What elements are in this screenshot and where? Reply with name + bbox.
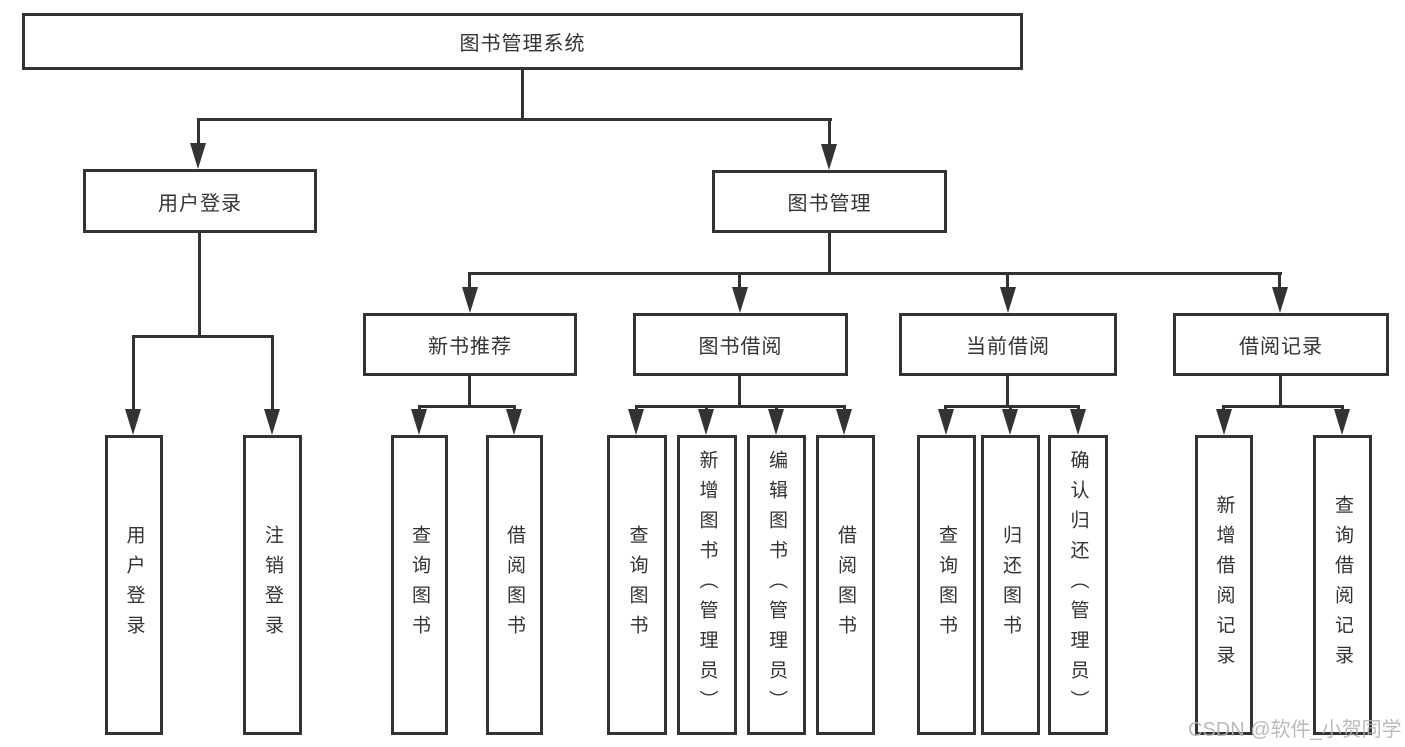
arrow-down-icon (698, 409, 714, 435)
node-leaf-query-book-current-label: 查询图书 (936, 525, 957, 645)
node-borrow-record: 借阅记录 (1173, 313, 1389, 376)
node-leaf-borrow-book-recommend-label: 借阅图书 (504, 525, 525, 645)
arrow-down-icon (411, 409, 427, 435)
node-leaf-borrow-book: 借阅图书 (816, 435, 875, 735)
arrow-down-icon (1272, 287, 1288, 313)
connector-line (944, 405, 1080, 408)
connector-line (198, 233, 201, 335)
node-leaf-query-book-recommend-label: 查询图书 (409, 525, 430, 645)
arrow-down-icon (506, 409, 522, 435)
node-leaf-logout-label: 注销登录 (262, 525, 283, 645)
arrow-down-icon (125, 409, 141, 435)
node-leaf-logout: 注销登录 (243, 435, 302, 735)
connector-line (271, 335, 274, 413)
node-leaf-query-borrow-record: 查询借阅记录 (1313, 435, 1372, 735)
connector-line (418, 405, 516, 408)
node-leaf-confirm-return-admin: 确认归还（管理员） (1048, 435, 1108, 735)
arrow-down-icon (628, 409, 644, 435)
watermark: CSDN @软件_小贺同学 (1188, 719, 1402, 741)
arrow-down-icon (1070, 409, 1086, 435)
arrow-down-icon (732, 287, 748, 313)
node-leaf-add-book-admin-label: 新增图书（管理员） (696, 450, 718, 720)
node-book-management-label: 图书管理 (787, 193, 872, 215)
connector-line (521, 70, 524, 118)
node-current-borrow: 当前借阅 (899, 313, 1117, 376)
connector-line (197, 118, 200, 146)
node-leaf-add-borrow-record-label: 新增借阅记录 (1213, 495, 1235, 675)
connector-line (468, 376, 471, 405)
arrow-down-icon (1334, 409, 1350, 435)
connector-line (828, 233, 831, 274)
node-leaf-user-login: 用户登录 (105, 435, 163, 735)
node-user-login-label: 用户登录 (158, 192, 242, 215)
arrow-down-icon (1002, 409, 1018, 435)
node-library-system: 图书管理系统 (22, 13, 1023, 70)
node-book-borrow-label: 图书借阅 (698, 336, 783, 358)
connector-line (738, 376, 741, 405)
connector-line (197, 118, 832, 121)
node-borrow-record-label: 借阅记录 (1239, 336, 1323, 358)
node-leaf-query-borrow-record-label: 查询借阅记录 (1332, 495, 1353, 675)
node-leaf-return-book-label: 归还图书 (1000, 525, 1021, 645)
connector-line (1222, 405, 1344, 408)
node-leaf-borrow-book-recommend: 借阅图书 (486, 435, 543, 735)
arrow-down-icon (836, 409, 852, 435)
connector-line (132, 335, 135, 413)
node-book-borrow: 图书借阅 (633, 313, 848, 376)
connector-line (468, 272, 471, 290)
connector-line (132, 335, 274, 338)
node-leaf-query-book-borrow: 查询图书 (607, 435, 667, 735)
arrow-down-icon (264, 409, 280, 435)
node-leaf-user-login-label: 用户登录 (123, 525, 145, 645)
arrow-down-icon (938, 409, 954, 435)
node-leaf-query-book-current: 查询图书 (917, 435, 976, 735)
node-new-book-recommend: 新书推荐 (363, 313, 577, 376)
connector-line (738, 272, 741, 290)
node-leaf-return-book: 归还图书 (981, 435, 1040, 735)
node-new-book-recommend-label: 新书推荐 (428, 336, 512, 358)
arrow-down-icon (768, 409, 784, 435)
node-leaf-edit-book-admin-label: 编辑图书（管理员） (766, 450, 787, 720)
node-leaf-confirm-return-admin-label: 确认归还（管理员） (1067, 450, 1089, 720)
connector-line (1278, 272, 1281, 290)
node-user-login: 用户登录 (83, 169, 317, 233)
node-library-system-label: 图书管理系统 (459, 33, 586, 55)
arrow-down-icon (1216, 409, 1232, 435)
node-book-management: 图书管理 (712, 170, 947, 233)
connector-line (1006, 376, 1009, 405)
node-leaf-borrow-book-label: 借阅图书 (835, 525, 856, 645)
arrow-down-icon (462, 287, 478, 313)
node-leaf-edit-book-admin: 编辑图书（管理员） (747, 435, 806, 735)
node-leaf-query-book-recommend: 查询图书 (391, 435, 448, 735)
node-leaf-query-book-borrow-label: 查询图书 (626, 525, 648, 645)
arrow-down-icon (190, 143, 206, 169)
arrow-down-icon (821, 144, 837, 170)
node-leaf-add-book-admin: 新增图书（管理员） (677, 435, 737, 735)
node-current-borrow-label: 当前借阅 (966, 336, 1050, 358)
connector-line (468, 272, 1282, 275)
connector-line (828, 118, 831, 146)
connector-line (1006, 272, 1009, 290)
arrow-down-icon (1000, 287, 1016, 313)
node-leaf-add-borrow-record: 新增借阅记录 (1195, 435, 1253, 735)
connector-line (1279, 376, 1282, 405)
connector-line (635, 405, 846, 408)
